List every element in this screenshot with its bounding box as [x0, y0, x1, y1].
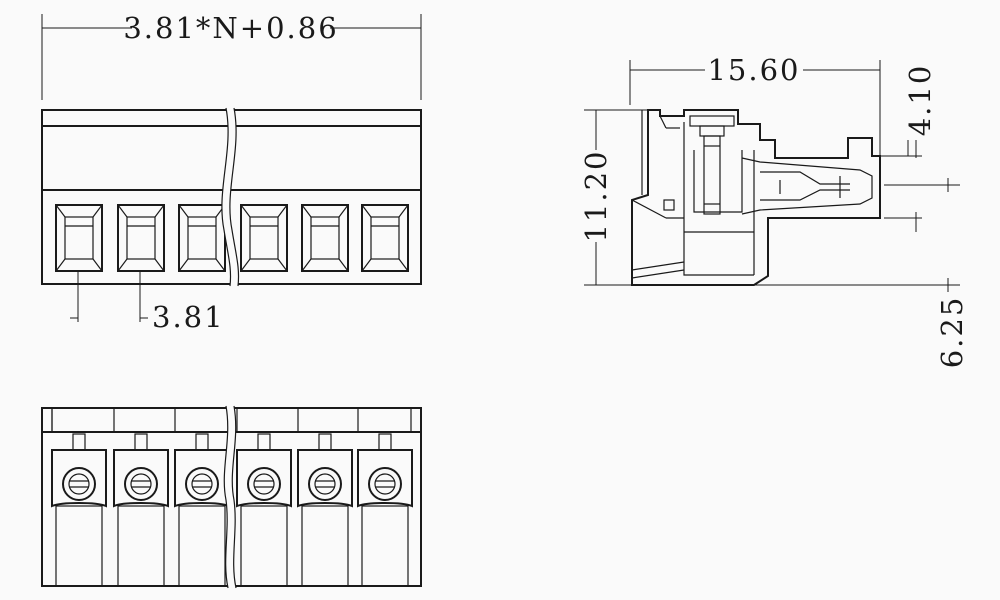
wire-entry [55, 204, 103, 272]
screw-position [297, 408, 353, 587]
wire-entry [240, 204, 288, 272]
wire-entry [117, 204, 165, 272]
side-profile [631, 109, 881, 286]
top-offset-dimension: 4.10 [880, 64, 960, 232]
top-screw-positions [51, 408, 413, 587]
width-label: 15.60 [707, 53, 800, 87]
wire-entry [178, 204, 226, 272]
screw-position [51, 408, 107, 587]
top-view [41, 405, 422, 589]
screw-position [357, 408, 413, 587]
height-dimension: 11.20 [579, 109, 648, 286]
front-wire-entries [55, 204, 409, 272]
top-break-line [223, 405, 237, 589]
wire-entry [361, 204, 409, 272]
lower-dimension: 6.25 [755, 278, 969, 368]
screw-position [174, 408, 230, 587]
overall-length-label: 3.81*N+0.86 [123, 11, 338, 45]
screw-position [113, 408, 169, 587]
pitch-dimension: 3.81 [70, 272, 225, 334]
wire-entry [301, 204, 349, 272]
top-offset-label: 4.10 [903, 64, 937, 137]
width-dimension: 15.60 [629, 53, 881, 170]
side-view: 15.60 11.20 4.10 6.25 [579, 53, 969, 368]
front-overall-dimension: 3.81*N+0.86 [41, 11, 422, 100]
front-view: 3.81*N+0.86 3.81 [41, 11, 422, 334]
front-break-line [221, 107, 240, 287]
pitch-label: 3.81 [152, 300, 225, 334]
screw-position [236, 408, 292, 587]
height-label: 11.20 [579, 149, 613, 242]
lower-dimension-label: 6.25 [935, 296, 969, 369]
